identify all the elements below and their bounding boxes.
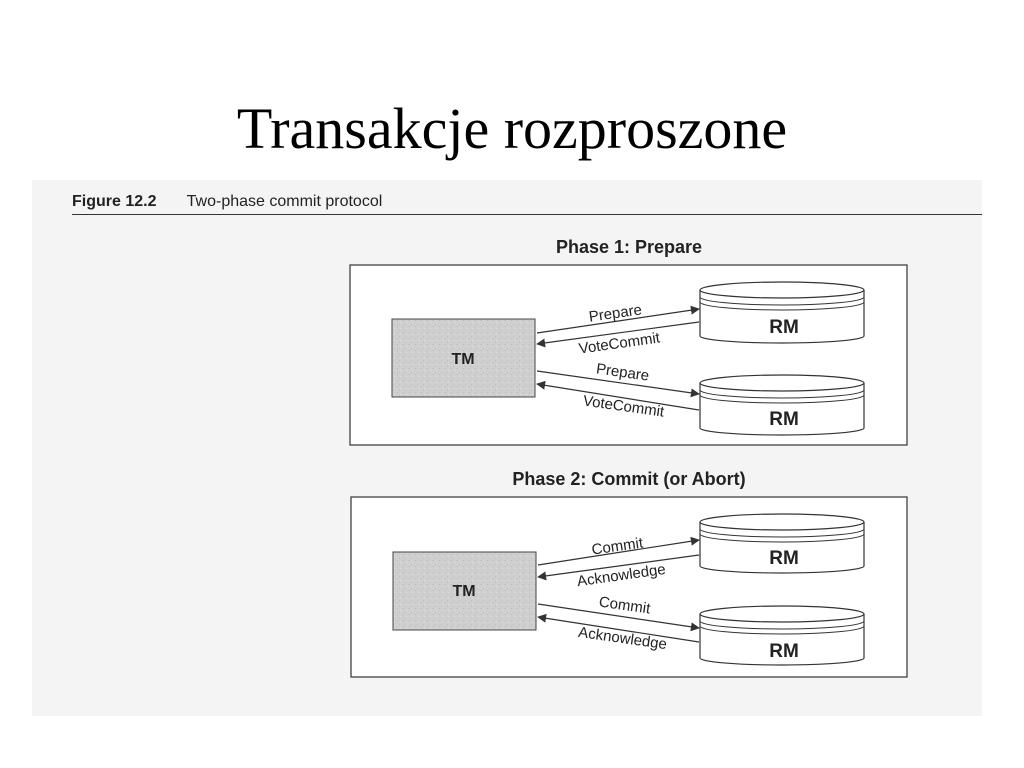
phase-2-title: Phase 2: Commit (or Abort) [512, 469, 746, 489]
phase-1-title: Phase 1: Prepare [555, 237, 703, 257]
phase-2-rm-1-label: RM [769, 548, 799, 569]
phase-2-panel: TM RM RM Commit Acknowledge Commit Ackno… [350, 496, 908, 678]
phase-1-reply-arrow-1 [536, 321, 700, 348]
phase-1-rm-1-band [699, 296, 865, 306]
phase-2-rm-1-band [699, 528, 865, 538]
slide-title: Transakcje rozproszone [236, 96, 788, 161]
phase-2-rm-1-top [699, 513, 865, 531]
phase-2-reply-arrow-2 [537, 613, 700, 643]
phase-2-request-arrow-2 [537, 603, 700, 632]
phase-1-request-arrow-2 [536, 370, 700, 398]
phase-2-rm-2-band-2 [699, 625, 865, 635]
figure-number: Figure 12.2 [72, 193, 157, 210]
phase-2-rm-1-band-2 [699, 533, 865, 543]
phase-1-rm-2-band-2 [699, 394, 865, 404]
figure-caption: Two-phase commit protocol [186, 193, 383, 210]
phase-2-rm-2-label: RM [769, 641, 799, 662]
phase-1-rm-1-label: RM [769, 317, 799, 338]
figure-header: Figure 12.2 Two-phase commit protocol [72, 193, 382, 211]
phase-1-rm-1-band-2 [699, 301, 865, 311]
phase-1-tm-label: TM [451, 351, 474, 368]
phase-2-rm-2-top [699, 605, 865, 623]
phase-2-tm-box [392, 551, 537, 631]
phase-1-rm-1-cylinder [699, 290, 865, 344]
phase-1-request-arrow-1 [536, 305, 700, 334]
phase-2-rm-1: RM [699, 513, 865, 574]
phase-2-rm-1-cylinder [699, 522, 865, 574]
phase-1-rm-2: RM [699, 374, 865, 436]
phase-1-tm-box [391, 318, 536, 398]
phase-1-rm-1-top [699, 281, 865, 299]
phase-1-rm-2-top [699, 374, 865, 392]
phase-1-reply-arrow-2 [536, 380, 700, 411]
phase-2-tm-label: TM [452, 583, 475, 600]
phase-2-rm-2-band [699, 620, 865, 630]
figure-rule [72, 214, 982, 215]
phase-1-rm-1: RM [699, 281, 865, 344]
phase-2-reply-arrow-1 [537, 554, 700, 581]
phase-2-rm-2-cylinder [699, 614, 865, 666]
phase-2-rm-2: RM [699, 605, 865, 666]
phase-1-rm-2-label: RM [769, 409, 799, 430]
phase-1-panel: TM RM RM Prepare VoteCommit Prepare Vote… [349, 264, 908, 446]
phase-1-rm-2-band [699, 389, 865, 399]
phase-2-request-arrow-1 [537, 536, 700, 566]
phase-1-rm-2-cylinder [699, 383, 865, 436]
